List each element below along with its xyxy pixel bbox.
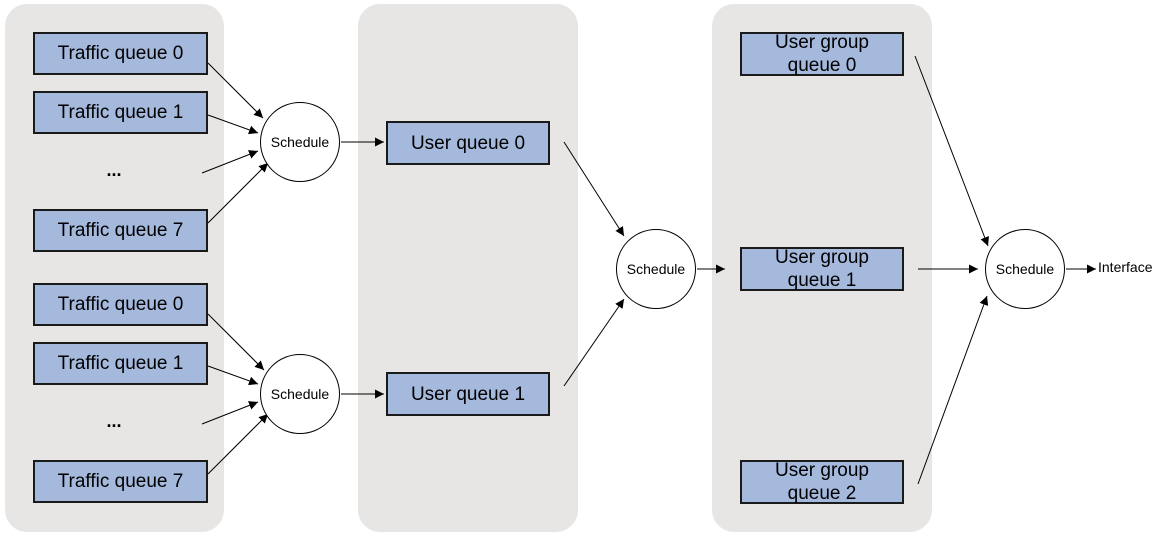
user-group-queue-0-line1: User group — [775, 32, 869, 53]
edge-uq1-s3 — [563, 298, 625, 387]
edge-tq7-s1 — [207, 162, 269, 224]
user-queue-panel — [358, 4, 578, 532]
interface-label: Interface — [1098, 259, 1153, 275]
edge-tq0-s2 — [207, 313, 265, 371]
edge-tq0-s1 — [207, 62, 264, 119]
user-group-queue-0: User group queue 0 — [740, 32, 904, 76]
traffic-queue-0-group-2: Traffic queue 0 — [33, 283, 208, 326]
scheduler-user: Schedule — [616, 229, 696, 309]
traffic-queue-1-group-1: Traffic queue 1 — [33, 91, 208, 134]
traffic-queue-7-group-2: Traffic queue 7 — [33, 460, 208, 503]
traffic-queue-7-group-1: Traffic queue 7 — [33, 209, 208, 252]
ellipsis-group-2: ... — [106, 411, 122, 431]
edge-uq0-s3 — [563, 141, 625, 237]
edge-dots-s2 — [201, 401, 259, 425]
ellipsis-group-1: ... — [106, 160, 122, 180]
traffic-queue-1-group-2: Traffic queue 1 — [33, 342, 208, 385]
user-group-queue-2: User group queue 2 — [740, 460, 904, 504]
edge-tq1-s1 — [207, 114, 259, 135]
edge-dots-s1 — [201, 150, 259, 174]
user-group-queue-2-line2: queue 2 — [787, 483, 857, 504]
user-group-queue-1-line2: queue 1 — [787, 270, 857, 291]
scheduler-traffic-1: Schedule — [260, 102, 340, 182]
edge-ugq0-s4 — [914, 55, 989, 247]
scheduler-user-group: Schedule — [985, 229, 1065, 309]
edge-tq7-s2 — [207, 413, 269, 475]
edge-tq1-s2 — [207, 365, 259, 386]
user-queue-0: User queue 0 — [386, 121, 550, 165]
user-queue-1: User queue 1 — [386, 372, 550, 416]
user-group-queue-1: User group queue 1 — [740, 247, 904, 291]
edge-ugq2-s4 — [917, 295, 989, 485]
scheduler-traffic-2: Schedule — [260, 354, 340, 434]
user-group-queue-2-line1: User group — [775, 460, 869, 481]
user-group-queue-1-line1: User group — [775, 247, 869, 268]
user-group-queue-0-line2: queue 0 — [787, 55, 857, 76]
traffic-queue-0-group-1: Traffic queue 0 — [33, 32, 208, 75]
